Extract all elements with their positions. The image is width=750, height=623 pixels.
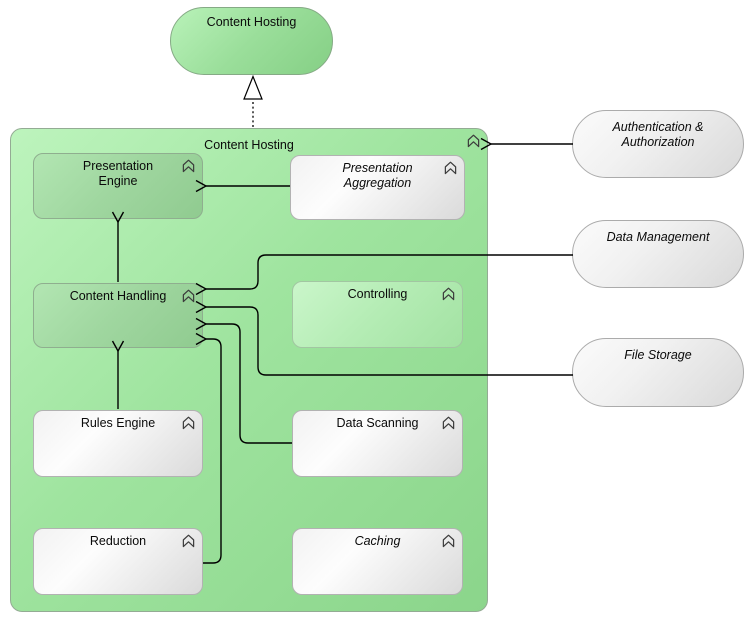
node-label: Controlling <box>347 287 408 301</box>
node-label: Data Scanning <box>336 416 419 430</box>
node-label: Authentication & Authorization <box>612 120 704 149</box>
node-label: Data Management <box>606 230 710 244</box>
function-icon <box>181 159 196 173</box>
function-icon <box>181 534 196 548</box>
node-rules-engine[interactable]: Rules Engine <box>33 410 203 477</box>
node-label: File Storage <box>624 348 692 362</box>
node-content-handling[interactable]: Content Handling <box>33 283 203 348</box>
node-label: Rules Engine <box>80 416 156 430</box>
function-icon <box>466 134 481 148</box>
node-label: Presentation Engine <box>82 159 154 188</box>
node-label: Presentation Aggregation <box>342 161 413 190</box>
node-authentication-authorization[interactable]: Authentication & Authorization <box>572 110 744 178</box>
node-label: Content Handling <box>69 289 167 303</box>
node-caching[interactable]: Caching <box>292 528 463 595</box>
node-reduction[interactable]: Reduction <box>33 528 203 595</box>
node-content-hosting-pill[interactable]: Content Hosting <box>170 7 333 75</box>
node-data-scanning[interactable]: Data Scanning <box>292 410 463 477</box>
container-label: Content Hosting <box>204 138 294 152</box>
node-file-storage[interactable]: File Storage <box>572 338 744 407</box>
function-icon <box>441 416 456 430</box>
function-icon <box>181 416 196 430</box>
function-icon <box>441 534 456 548</box>
function-icon <box>181 289 196 303</box>
node-controlling[interactable]: Controlling <box>292 281 463 348</box>
function-icon <box>441 287 456 301</box>
node-presentation-aggregation[interactable]: Presentation Aggregation <box>290 155 465 220</box>
node-label: Content Hosting <box>206 15 297 29</box>
node-label: Reduction <box>89 534 147 548</box>
connector-realization-content-hosting[interactable] <box>243 74 263 128</box>
node-label: Caching <box>354 534 401 548</box>
node-data-management[interactable]: Data Management <box>572 220 744 288</box>
node-presentation-engine[interactable]: Presentation Engine <box>33 153 203 219</box>
function-icon <box>443 161 458 175</box>
